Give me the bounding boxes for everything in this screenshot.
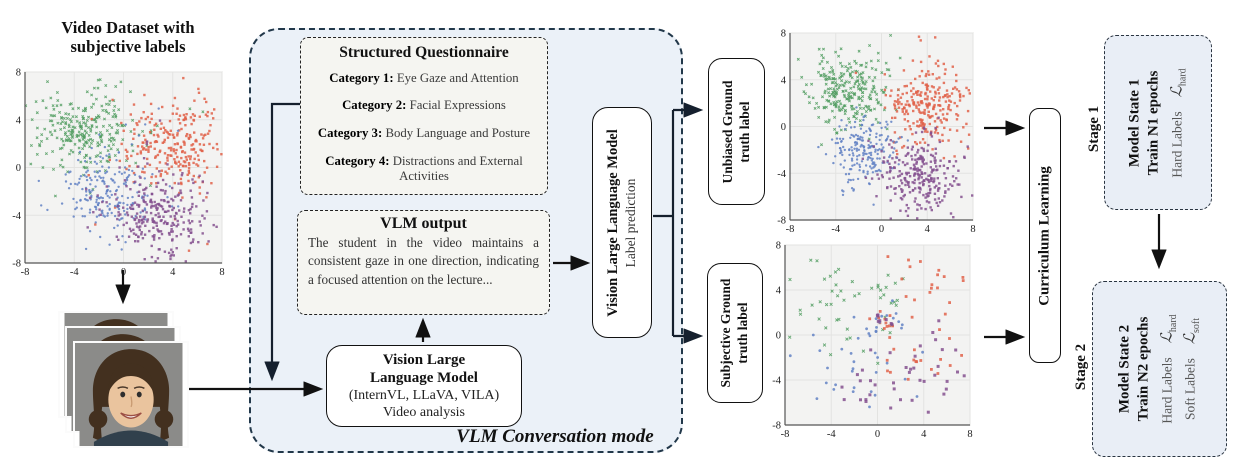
vlm-model-variants: (InternVL, LLaVA, VILA) [348, 387, 500, 403]
hard-loss-symbol: ℒhard [1167, 67, 1189, 97]
soft-loss-symbol: ℒsoft [1181, 317, 1202, 345]
vlm-output-title: VLM output [380, 215, 467, 232]
model-state-2-box: Model State 2 Train N2 epochs Hard Label… [1092, 281, 1227, 457]
vlm-output-text: The student in the video maintains a con… [308, 235, 539, 287]
svg-text:8: 8 [781, 29, 786, 40]
model-state-1-title: Model State 1 [1126, 78, 1143, 167]
vlm-model-task: Video analysis [383, 405, 465, 420]
svg-text:0: 0 [16, 163, 21, 174]
dataset-scatter-plot: 8 4 0 -4 -8-8 -4 0 4 8 [12, 68, 224, 279]
questionnaire-item: Category 3: Body Language and Posture [317, 126, 531, 141]
svg-text:8: 8 [776, 241, 781, 252]
stage2-soft-loss-row: Soft Labels ℒsoft [1178, 282, 1204, 456]
svg-text:8: 8 [16, 68, 21, 79]
svg-text:-8: -8 [777, 216, 786, 227]
label-prediction-title: Vision Large Language Model [605, 128, 622, 317]
model-state-2-epochs: Train N2 epochs [1134, 316, 1151, 422]
label-prediction-box: Vision Large Language Model Label predic… [592, 107, 652, 338]
stage1-loss-row: Hard Labels ℒhard [1165, 37, 1191, 209]
model-state-1-box: Model State 1 Train N1 epochs Hard Label… [1104, 35, 1212, 210]
svg-text:-8: -8 [786, 224, 795, 234]
svg-text:-8: -8 [772, 421, 781, 432]
questionnaire-item: Category 1: Eye Gaze and Attention [329, 70, 519, 85]
curriculum-learning-label: Curriculum Learning [1036, 165, 1053, 306]
structured-questionnaire-box: Structured Questionnaire Category 1: Eye… [300, 37, 548, 195]
vlm-model-box: Vision Large Language Model (InternVL, L… [326, 345, 522, 427]
svg-text:4: 4 [921, 429, 927, 440]
svg-text:0: 0 [879, 224, 884, 234]
stage2-tag: Stage 2 [1073, 343, 1089, 391]
svg-text:-8: -8 [21, 267, 30, 278]
svg-text:0: 0 [776, 331, 781, 342]
student-face-image [78, 343, 184, 446]
svg-text:4: 4 [925, 224, 931, 234]
svg-text:0: 0 [781, 122, 786, 133]
svg-text:4: 4 [16, 115, 22, 126]
svg-text:-4: -4 [777, 169, 786, 180]
dataset-title: Video Dataset with subjective labels [61, 18, 195, 57]
vlm-output-box: VLM output The student in the video main… [297, 210, 550, 315]
svg-text:0: 0 [121, 267, 126, 278]
subjective-ground-truth-box: Subjective Ground truth label [707, 263, 763, 403]
unbiased-ground-truth-box: Unbiased Ground truth label [708, 58, 765, 205]
label-prediction-subtitle: Label prediction [623, 178, 639, 267]
questionnaire-item: Category 4: Distractions and External Ac… [325, 153, 523, 183]
svg-text:8: 8 [970, 224, 975, 234]
svg-text:-8: -8 [12, 259, 21, 270]
svg-text:4: 4 [781, 75, 787, 86]
stage2-hard-loss-row: Hard Labels ℒhard [1155, 282, 1181, 456]
questionnaire-item: Category 2: Facial Expressions [342, 98, 506, 113]
model-state-2-title: Model State 2 [1116, 324, 1133, 414]
vlm-conversation-mode-label: VLM Conversation mode [456, 426, 654, 447]
video-frame-front [73, 341, 189, 448]
svg-text:4: 4 [776, 286, 782, 297]
svg-text:0: 0 [875, 429, 880, 440]
stage1-tag: Stage 1 [1086, 105, 1102, 153]
svg-text:-4: -4 [772, 376, 781, 387]
questionnaire-list: Category 1: Eye Gaze and Attention Categ… [307, 64, 541, 190]
svg-text:-8: -8 [781, 429, 790, 440]
unbiased-scatter-plot: 8 4 0 -4 -8-8 -4 0 4 8 [777, 29, 975, 235]
curriculum-learning-box: Curriculum Learning [1029, 108, 1061, 363]
svg-text:-4: -4 [12, 211, 21, 222]
svg-text:4: 4 [170, 267, 176, 278]
svg-text:8: 8 [967, 429, 972, 440]
model-state-1-epochs: Train N1 epochs [1145, 70, 1162, 175]
svg-text:-4: -4 [827, 429, 836, 440]
svg-text:-4: -4 [70, 267, 79, 278]
questionnaire-title: Structured Questionnaire [339, 44, 509, 61]
svg-text:8: 8 [219, 267, 224, 278]
subjective-scatter-plot: 8 4 0 -4 -8-8 -4 0 4 8 [772, 241, 972, 441]
vlm-model-name: Vision Large [382, 351, 466, 368]
svg-text:-4: -4 [831, 224, 840, 234]
unbiased-ground-truth-label: Unbiased Ground truth label [719, 80, 752, 183]
subjective-ground-truth-label: Subjective Ground truth label [718, 278, 750, 388]
hard-loss-symbol: ℒhard [1157, 314, 1178, 344]
